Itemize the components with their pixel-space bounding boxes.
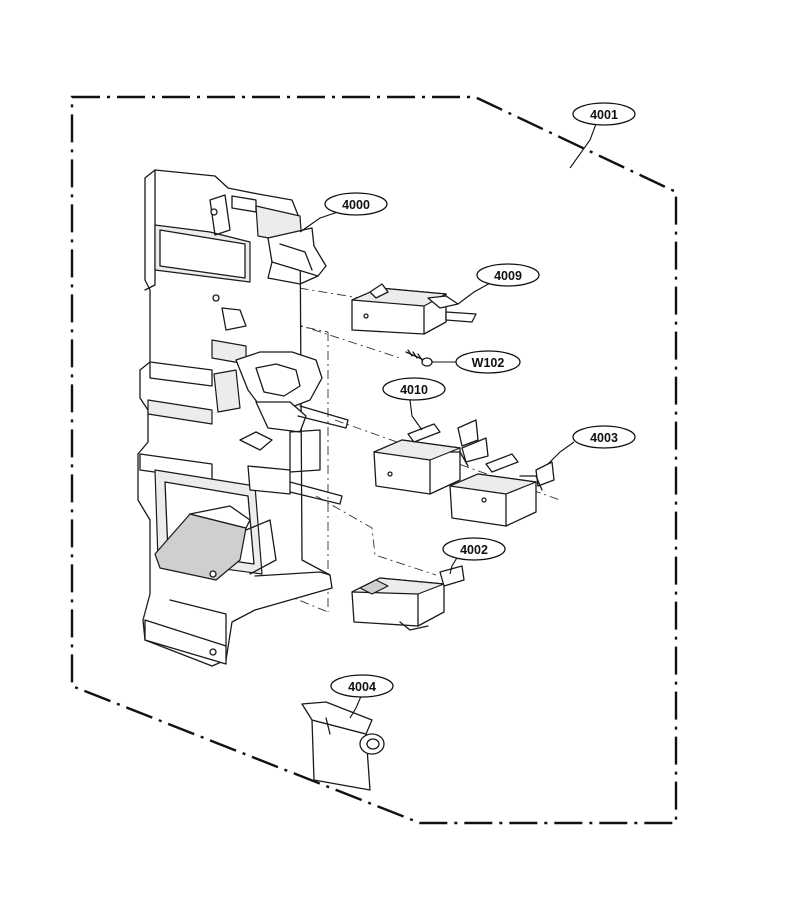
callout-4002: 4002 xyxy=(442,537,506,561)
callout-w102: W102 xyxy=(455,350,521,374)
callout-4004-label: 4004 xyxy=(348,680,376,694)
callout-4001-label: 4001 xyxy=(590,108,618,122)
micro-switch-4002 xyxy=(351,565,465,631)
callout-4000-label: 4000 xyxy=(342,198,370,212)
micro-switch-4010 xyxy=(373,419,489,495)
micro-switch-4003 xyxy=(449,453,555,527)
callout-4002-label: 4002 xyxy=(460,543,488,557)
callout-4000: 4000 xyxy=(324,192,388,216)
micro-switch-4009 xyxy=(351,283,477,335)
screw-w102 xyxy=(405,349,433,367)
callout-4003: 4003 xyxy=(572,425,636,449)
callout-w102-label: W102 xyxy=(472,356,505,370)
callout-4010: 4010 xyxy=(382,377,446,401)
leader-lines xyxy=(299,123,597,719)
callout-4010-label: 4010 xyxy=(400,383,428,397)
callout-4004: 4004 xyxy=(330,674,394,698)
callout-4001: 4001 xyxy=(572,102,636,126)
callout-4003-label: 4003 xyxy=(590,431,618,445)
door-latch-frame xyxy=(137,169,349,667)
callout-4009: 4009 xyxy=(476,263,540,287)
callout-4009-label: 4009 xyxy=(494,269,522,283)
latch-hook-4004 xyxy=(301,701,385,791)
